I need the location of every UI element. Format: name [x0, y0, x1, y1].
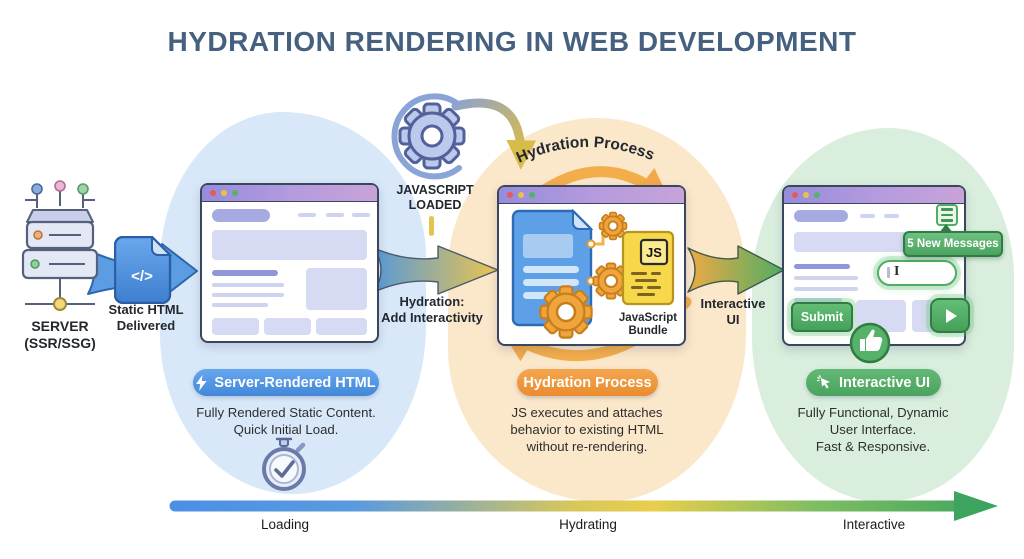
ibeam-cursor-icon: I	[894, 264, 900, 279]
logo-placeholder	[212, 209, 270, 222]
server-icon	[21, 180, 99, 311]
minimize-dot-icon	[221, 190, 227, 196]
interactive-arrow-label: Interactive UI	[700, 296, 766, 327]
play-icon	[946, 308, 957, 323]
text-line-placeholder	[794, 298, 842, 302]
card-placeholder	[212, 318, 259, 335]
close-dot-icon	[792, 192, 798, 198]
hydration-process-badge: Hydration Process	[517, 369, 658, 396]
timeline-label-loading: Loading	[260, 517, 310, 532]
browser-window-interactive: I Submit	[782, 185, 970, 364]
close-dot-icon	[507, 192, 513, 198]
browser-window-hydration: JS JavaScript Bundle	[497, 185, 686, 346]
browser-window-server-rendered	[200, 183, 379, 343]
maximize-dot-icon	[529, 192, 535, 198]
text-input[interactable]: I	[877, 260, 957, 286]
stopwatch-icon	[262, 437, 306, 491]
maximize-dot-icon	[232, 190, 238, 196]
heading-placeholder	[212, 270, 278, 276]
bundle-code-lines	[631, 272, 661, 296]
nav-link-placeholder	[326, 213, 344, 217]
badge-label: Hydration Process	[523, 374, 652, 391]
logo-placeholder	[794, 210, 848, 222]
javascript-bundle-icon: JS	[621, 230, 675, 306]
hydration-arrow-label: Hydration: Add Interactivity	[381, 294, 483, 325]
timeline-label-interactive: Interactive	[842, 517, 906, 532]
media-placeholder	[306, 268, 367, 310]
hamburger-menu-button[interactable]	[936, 204, 958, 226]
text-line-placeholder	[212, 303, 268, 307]
badge-label: Server-Rendered HTML	[214, 374, 376, 391]
text-line-placeholder	[794, 276, 858, 280]
nav-link-placeholder	[298, 213, 316, 217]
bundle-label-line1: JavaScript	[619, 312, 677, 324]
hydration-window-content: JS JavaScript Bundle	[511, 208, 677, 339]
text-line-placeholder	[794, 287, 858, 291]
js-logo-text: JS	[646, 245, 662, 260]
submit-button[interactable]: Submit	[791, 302, 853, 332]
nav-link-placeholder	[352, 213, 370, 217]
timeline-label-hydrating: Hydrating	[559, 517, 617, 532]
page-title: HYDRATION RENDERING IN WEB DEVELOPMENT	[167, 26, 857, 57]
interactive-ui-badge: Interactive UI	[806, 369, 941, 396]
code-glyph: </>	[131, 268, 153, 285]
insertion-bar	[887, 267, 890, 278]
nav-link-placeholder	[860, 214, 875, 218]
server-rendered-description: Fully Rendered Static Content. Quick Ini…	[196, 405, 376, 437]
hydration-gear-medium-icon	[592, 262, 630, 300]
static-html-label: Static HTML Delivered	[108, 302, 184, 333]
notification-badge: 5 New Messages	[903, 224, 1003, 257]
hydration-description: JS executes and attaches behavior to exi…	[510, 405, 664, 454]
minimize-dot-icon	[803, 192, 809, 198]
text-line-placeholder	[212, 283, 284, 287]
interactive-description: Fully Functional, Dynamic User Interface…	[797, 405, 949, 454]
badge-label: Interactive UI	[838, 374, 931, 391]
browser-titlebar	[202, 185, 377, 202]
javascript-gear-icon	[391, 93, 466, 180]
card-placeholder	[316, 318, 367, 335]
nav-link-placeholder	[884, 214, 899, 218]
bundle-label-line2: Bundle	[629, 325, 668, 337]
connector-line	[429, 216, 434, 236]
thumbs-up-icon	[849, 322, 891, 364]
javascript-loaded-label: JAVASCRIPT LOADED	[396, 183, 474, 213]
card-placeholder	[264, 318, 311, 335]
static-html-file-icon: </>	[114, 236, 172, 304]
text-line-placeholder	[212, 293, 284, 297]
heading-placeholder	[794, 264, 850, 269]
lightning-bolt-icon	[196, 374, 207, 391]
maximize-dot-icon	[814, 192, 820, 198]
server-rendered-badge: Server-Rendered HTML	[193, 369, 379, 396]
close-dot-icon	[210, 190, 216, 196]
minimize-dot-icon	[518, 192, 524, 198]
cursor-click-icon	[816, 375, 830, 389]
browser-titlebar	[784, 187, 964, 204]
hydration-gear-large-icon	[539, 285, 593, 339]
hero-placeholder	[212, 230, 367, 260]
browser-titlebar	[499, 187, 684, 204]
play-button[interactable]	[930, 298, 970, 333]
server-label: SERVER (SSR/SSG)	[24, 318, 96, 352]
